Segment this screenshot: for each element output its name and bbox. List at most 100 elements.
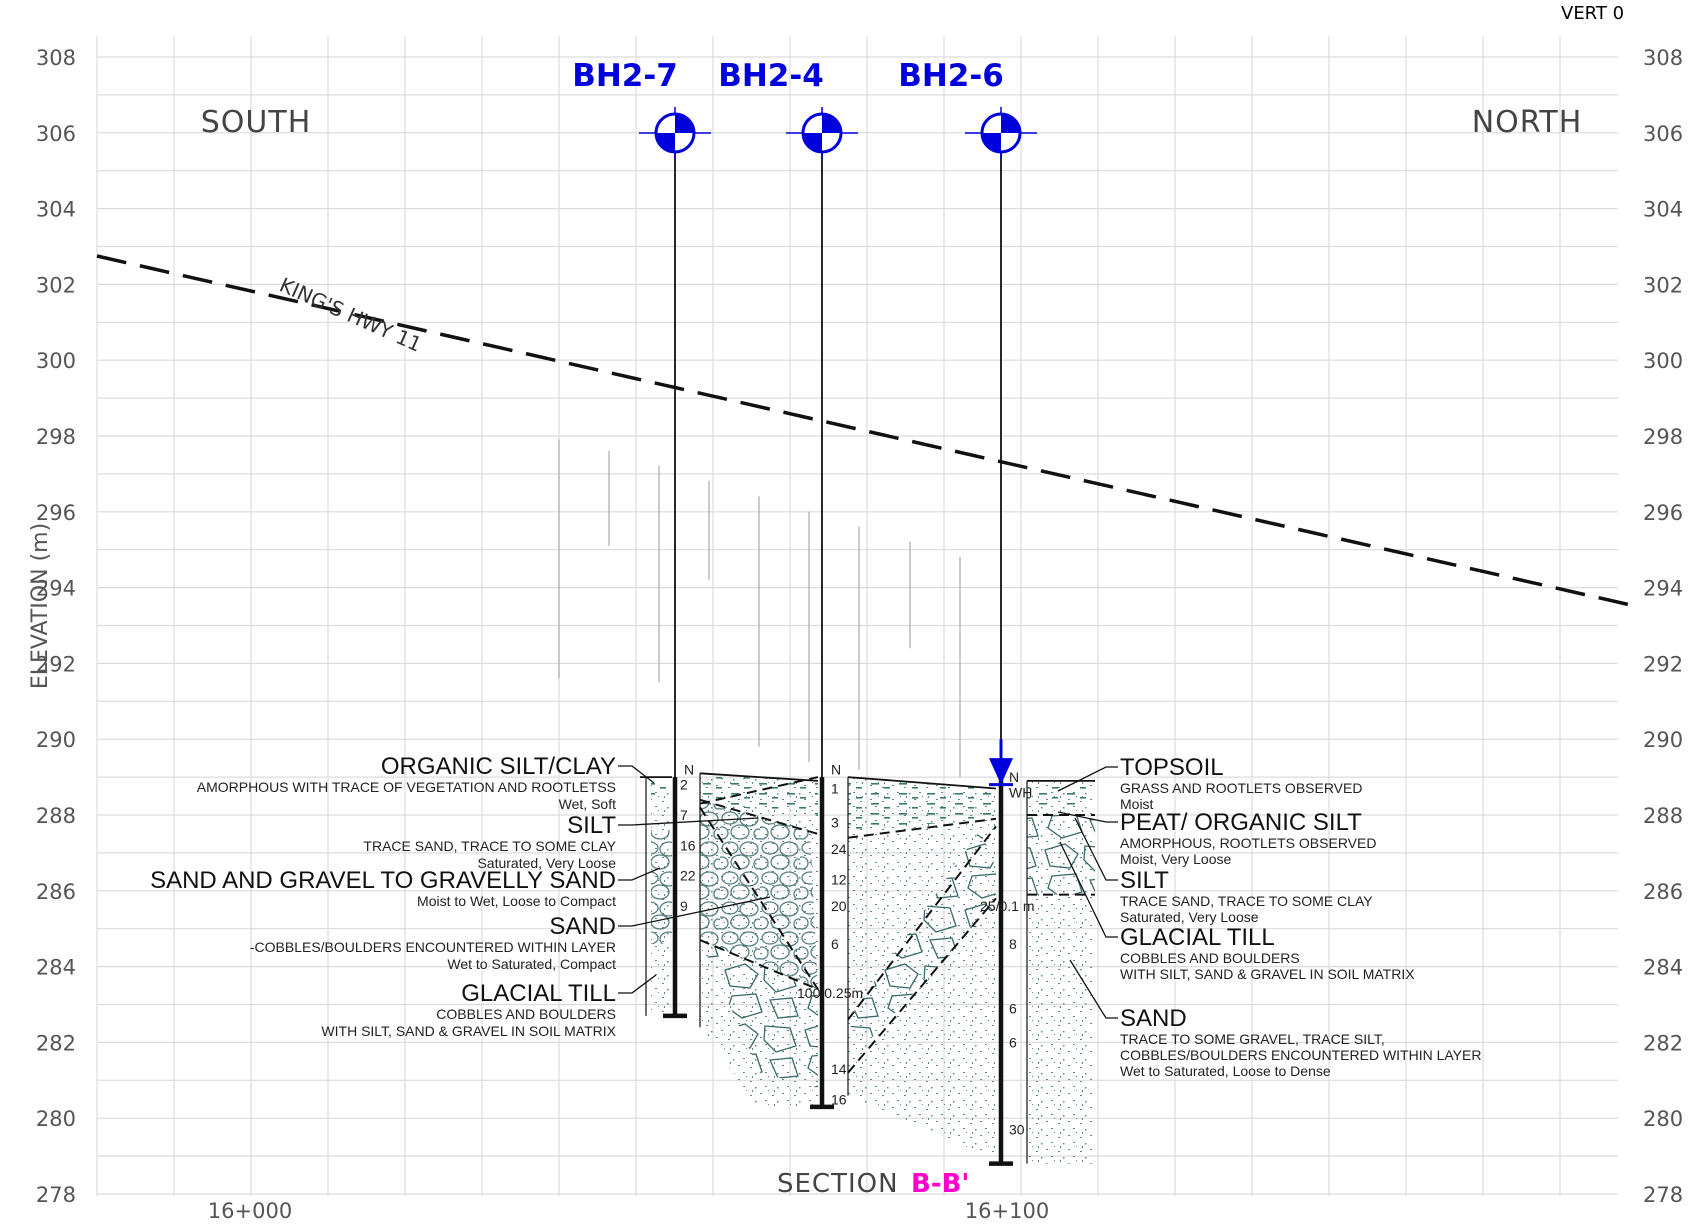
y-tick-left: 290 (36, 728, 76, 752)
y-tick-left: 302 (36, 273, 76, 297)
organic-zone-a (700, 773, 818, 815)
n-value: 22 (680, 868, 696, 884)
y-tick-right: 296 (1643, 501, 1683, 525)
legend-right-desc: COBBLES/BOULDERS ENCOUNTERED WITHIN LAYE… (1120, 1047, 1481, 1063)
legend-right-desc: TRACE TO SOME GRAVEL, TRACE SILT, (1120, 1031, 1385, 1047)
legend-right-desc: Saturated, Very Loose (1120, 909, 1259, 925)
legend-leader-line (1059, 841, 1118, 938)
y-tick-left: 288 (36, 804, 76, 828)
till-zone-b (848, 830, 996, 1050)
n-value: 20 (831, 898, 847, 914)
n-value: 1 (831, 780, 839, 796)
n-value: 12 (831, 871, 847, 887)
n-value: 7 (680, 807, 688, 823)
n-value: 24 (831, 841, 847, 857)
y-tick-right: 288 (1643, 804, 1683, 828)
borehole-symbol-quadrant (822, 114, 841, 133)
y-tick-left: 308 (36, 46, 76, 70)
borehole-label: BH2-6 (898, 58, 1004, 94)
stratum-boundary (847, 897, 997, 1074)
y-tick-left: 282 (36, 1031, 76, 1055)
legend-leader-line (618, 896, 771, 927)
n-value-header: N (1009, 769, 1019, 785)
y-tick-right: 302 (1643, 273, 1683, 297)
gravel-zone-a (700, 799, 818, 990)
legend-right-desc: COBBLES AND BOULDERS (1120, 950, 1300, 966)
n-value: 16 (680, 837, 696, 853)
n-value: 6 (1009, 1034, 1017, 1050)
y-tick-left: 300 (36, 349, 76, 373)
water-level-icon (989, 758, 1013, 785)
y-tick-left: 304 (36, 198, 76, 222)
organic-bh2-7-left (651, 780, 672, 795)
y-tick-right: 308 (1643, 46, 1683, 70)
direction-north: NORTH (1472, 105, 1583, 140)
n-value: 6 (1009, 1000, 1017, 1016)
legend-right-desc: Wet to Saturated, Loose to Dense (1120, 1063, 1331, 1079)
y-tick-left: 292 (36, 652, 76, 676)
legend-right-title: GLACIAL TILL (1120, 924, 1275, 951)
legend-right-title: SILT (1120, 867, 1169, 894)
legend-right-desc: Moist (1120, 796, 1154, 812)
y-tick-left: 284 (36, 956, 76, 980)
n-value: 6 (831, 936, 839, 952)
legend-left-desc: COBBLES AND BOULDERS (436, 1006, 616, 1022)
n-value: 2 (680, 777, 688, 793)
n-value: 25/0.1 m (980, 898, 1034, 914)
y-tick-right: 280 (1643, 1107, 1683, 1131)
legend-left-desc: Moist to Wet, Loose to Compact (417, 893, 616, 909)
y-tick-left: 298 (36, 425, 76, 449)
borehole-label: BH2-4 (718, 58, 824, 94)
y-tick-left: 296 (36, 501, 76, 525)
legend-left-desc: -COBBLES/BOULDERS ENCOUNTERED WITHIN LAY… (250, 939, 616, 955)
legend-right-title: PEAT/ ORGANIC SILT (1120, 809, 1362, 836)
y-tick-right: 286 (1643, 880, 1683, 904)
x-axis-ticks: 16+000 16+100 (208, 1199, 1049, 1223)
section-prefix: SECTION (777, 1169, 899, 1199)
legend-leader-line (1074, 817, 1118, 881)
stratum-boundary (847, 817, 997, 839)
legend-left-title: SAND (549, 913, 616, 940)
y-tick-right: 306 (1643, 122, 1683, 146)
legend-leader-line (618, 817, 759, 826)
legend-left-desc: Wet, Soft (559, 796, 616, 812)
legend-leader-line (618, 867, 661, 881)
n-value-header: N (831, 762, 841, 778)
legend-left-title: SAND AND GRAVEL TO GRAVELLY SAND (150, 867, 616, 894)
section-id: B-B' (911, 1169, 969, 1199)
y-tick-left: 286 (36, 880, 76, 904)
x-tick-label: 16+000 (208, 1199, 292, 1223)
spt-n-values: N2716229N132412206100/0.25m1416NWH25/0.1… (680, 762, 1034, 1138)
n-value: 3 (831, 815, 839, 831)
y-tick-right: 298 (1643, 425, 1683, 449)
legend-right-title: TOPSOIL (1120, 754, 1224, 781)
legend-right-desc: TRACE SAND, TRACE TO SOME CLAY (1120, 893, 1373, 909)
stratum-boundary (699, 798, 819, 835)
y-tick-right: 304 (1643, 198, 1683, 222)
ground-surface-line (847, 776, 997, 790)
stratum-boundary (847, 825, 997, 1021)
borehole-symbol-quadrant (675, 114, 694, 133)
n-value: 8 (1009, 936, 1017, 952)
legend-right-desc: Moist, Very Loose (1120, 851, 1231, 867)
legend-leaders (618, 765, 1118, 1019)
y-tick-left: 306 (36, 122, 76, 146)
legend-right-desc: WITH SILT, SAND & GRAVEL IN SOIL MATRIX (1120, 966, 1415, 982)
n-value: 16 (831, 1091, 847, 1107)
n-value: 100/0.25m (797, 985, 863, 1001)
n-value: 14 (831, 1061, 847, 1077)
soil-strata (558, 439, 1095, 1164)
borehole-symbol-quadrant (656, 133, 675, 152)
y-axis-label: ELEVATION (m) (28, 523, 53, 689)
legend-leader-line (1069, 959, 1118, 1019)
borehole-symbol-quadrant (1001, 114, 1020, 133)
x-tick-label: 16+100 (965, 1199, 1049, 1223)
y-tick-right: 284 (1643, 956, 1683, 980)
legend-right-desc: AMORPHOUS, ROOTLETS OBSERVED (1120, 835, 1376, 851)
highway-label: KING'S HWY 11 (276, 273, 425, 357)
legend-left-desc: AMORPHOUS WITH TRACE OF VEGETATION AND R… (197, 779, 616, 795)
legend-leader-line (1057, 766, 1118, 792)
n-value: 9 (680, 898, 688, 914)
legend-leader-line (618, 974, 657, 994)
